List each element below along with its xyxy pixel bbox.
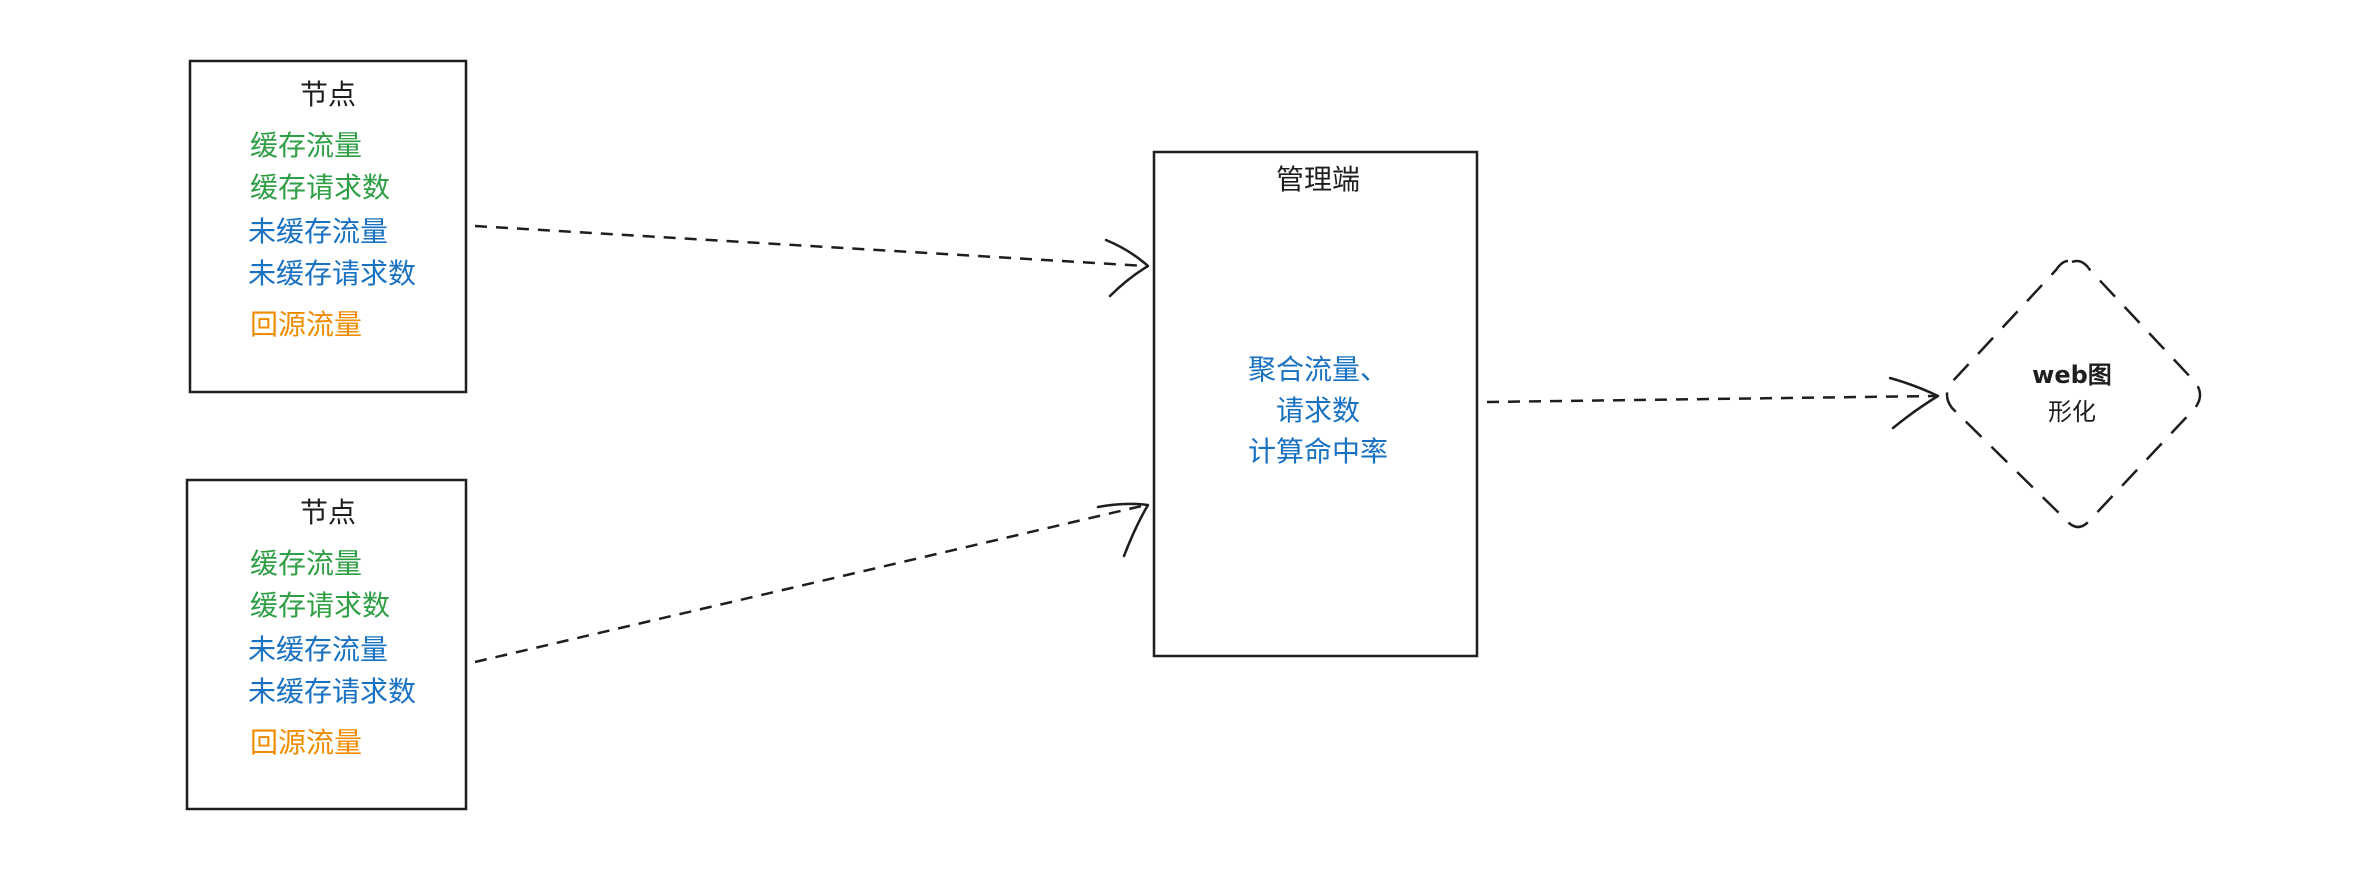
manager-box: 管理端 聚合流量、 请求数 计算命中率: [1152, 150, 1479, 658]
manager-line-2: 请求数: [1276, 394, 1360, 427]
diamond-shape: [1945, 259, 2202, 529]
node-1-cached-requests: 缓存请求数: [250, 171, 390, 204]
node-1-origin-traffic: 回源流量: [250, 308, 362, 341]
web-line-2: 形化: [2048, 398, 2096, 426]
arrow-manager-to-web: [1486, 376, 1940, 430]
arrow-node2-to-manager: [474, 502, 1150, 664]
manager-rect: [1152, 150, 1479, 658]
node-2-uncached-traffic: 未缓存流量: [248, 633, 388, 666]
manager-line-1: 聚合流量、: [1248, 353, 1388, 386]
node-2-title: 节点: [300, 496, 356, 529]
manager-line-3: 计算命中率: [1248, 435, 1388, 468]
node-1-title: 节点: [300, 78, 356, 111]
node-2-cached-requests: 缓存请求数: [250, 589, 390, 622]
node-1-uncached-traffic: 未缓存流量: [248, 215, 388, 248]
arrowhead-icon: [1104, 238, 1150, 298]
manager-title: 管理端: [1276, 163, 1360, 196]
web-visualization-diamond: web图 形化: [1945, 259, 2202, 529]
node-1-uncached-requests: 未缓存请求数: [248, 257, 416, 290]
node-2-origin-traffic: 回源流量: [250, 726, 362, 759]
node-1-rect: [188, 59, 468, 394]
node-box-1: 节点 缓存流量 缓存请求数 未缓存流量 未缓存请求数 回源流量: [188, 59, 468, 394]
node-2-rect: [185, 478, 468, 811]
node-1-cached-traffic: 缓存流量: [250, 129, 362, 162]
node-2-cached-traffic: 缓存流量: [250, 547, 362, 580]
arrow-node1-to-manager: [474, 224, 1150, 298]
node-2-uncached-requests: 未缓存请求数: [248, 675, 416, 708]
web-line-1: web图: [2032, 361, 2112, 389]
arrowhead-icon: [1888, 376, 1940, 430]
node-box-2: 节点 缓存流量 缓存请求数 未缓存流量 未缓存请求数 回源流量: [185, 478, 468, 811]
arrowhead-icon: [1096, 502, 1150, 558]
